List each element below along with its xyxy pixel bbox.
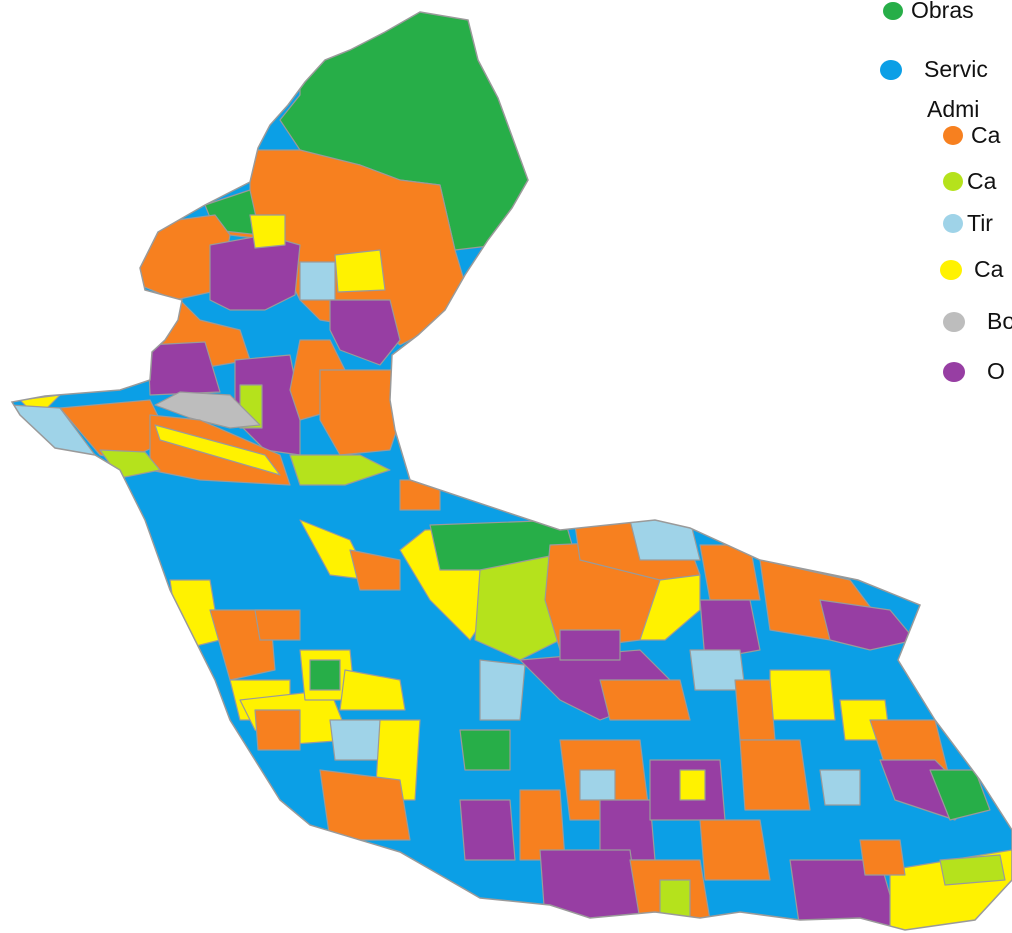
parcel-lightblue-south-east [819, 769, 861, 806]
parcel-purple-south-2 [459, 799, 516, 861]
legend-swatch-gray [943, 311, 965, 332]
parcel-gray-west [154, 391, 261, 429]
parcel-yellow-south-2 [679, 769, 706, 801]
parcel-orange-east [699, 544, 761, 601]
parcel-purple-north [329, 299, 401, 366]
parcel-orange-center-2 [349, 549, 401, 591]
legend-item-ca-2: Ca [943, 170, 996, 193]
parcel-lime-south-east [939, 854, 1006, 886]
legend-label-servicios: Servic [924, 56, 988, 82]
parcel-yellow-south [769, 669, 836, 721]
parcel-orange-center-4 [254, 609, 301, 641]
parcel-orange-south-5 [739, 739, 811, 811]
parcel-orange-center-3 [399, 479, 441, 511]
legend-swatch-yellow [940, 259, 962, 280]
parcel-lightblue-south-center [629, 519, 701, 561]
parcel-lime-south-center [474, 554, 561, 661]
legend-label-ca-2: Ca [967, 168, 997, 194]
legend-swatch-servicios [880, 59, 902, 80]
parcel-obras-south [459, 729, 511, 771]
legend-swatch-lightblue [943, 214, 963, 233]
parcel-purple-south-6 [789, 859, 901, 930]
parcel-orange-south [599, 679, 691, 721]
legend-label-o: O [987, 358, 1005, 384]
legend-swatch-purple [943, 361, 965, 382]
parcel-orange-far-west [59, 399, 171, 461]
legend-item-bo: Bo [943, 310, 1012, 333]
legend-label-obras: Obras [911, 0, 974, 23]
legend-label-ca-1: Ca [971, 122, 1001, 148]
parcel-lightblue-west [329, 719, 386, 761]
parcel-orange-south-2 [734, 679, 776, 741]
parcel-yellow-northwest [249, 214, 286, 249]
parcel-lightblue-north [299, 261, 336, 301]
legend-item-obras: Obras [883, 0, 974, 22]
parcel-orange-south-east-2 [859, 839, 906, 876]
legend-label-bo: Bo [987, 308, 1012, 334]
parcel-lightblue-south-2 [479, 659, 526, 721]
parcel-obras-west [309, 659, 341, 691]
parcel-yellow-diagonal [154, 424, 281, 476]
parcel-orange-west-3 [254, 709, 301, 751]
legend-swatch-lime [943, 172, 963, 191]
parcel-lightblue-south-3 [579, 769, 616, 801]
parcel-lime-center [289, 454, 391, 486]
parcel-orange-south-7 [699, 819, 771, 881]
legend-swatch-orange [943, 126, 963, 145]
parcel-purple-east [819, 599, 916, 651]
parcel-yellow-west-5 [339, 669, 406, 711]
parcel-yellow-north [334, 249, 386, 293]
legend-item-tir: Tir [943, 212, 993, 235]
legend-item-servicios: Servic [880, 58, 988, 81]
legend-item-ca-3: Ca [940, 258, 1003, 281]
parcel-purple-east-2 [699, 599, 761, 661]
parcel-purple-south-5 [539, 849, 641, 921]
parcel-purple-center [559, 629, 621, 661]
parcel-orange-west-4 [319, 769, 411, 841]
legend-item-ca-1: Ca [943, 124, 1000, 147]
legend-swatch-obras [883, 1, 903, 20]
legend-item-o: O [943, 360, 1005, 383]
legend-label-ca-3: Ca [974, 256, 1004, 282]
legend-label-tir: Tir [967, 210, 993, 236]
parcel-obras-south-east [929, 769, 991, 821]
parcel-yellow-south-center-2 [639, 574, 701, 641]
